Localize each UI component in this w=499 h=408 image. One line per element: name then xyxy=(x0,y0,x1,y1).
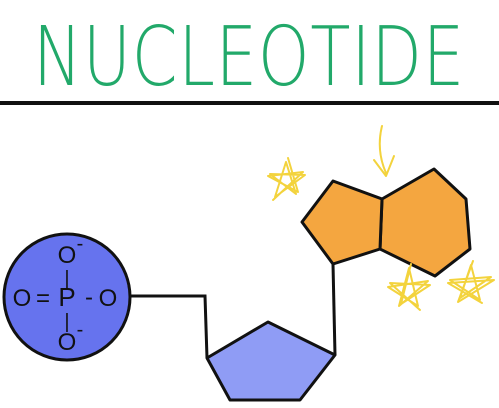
star-doodle-icon xyxy=(447,260,495,304)
star-doodle-icon xyxy=(267,157,306,201)
base-hexagon xyxy=(378,167,472,278)
star-doodle-icon xyxy=(387,263,431,311)
nitrogenous-base xyxy=(300,167,472,278)
oxygen-right: O xyxy=(99,285,118,312)
sparkle-doodles xyxy=(267,125,495,311)
charge-top: - xyxy=(77,233,84,255)
sugar-base-bond xyxy=(331,263,337,356)
phosphorus-atom: P xyxy=(58,282,75,312)
sugar-pentagon xyxy=(205,320,337,402)
phosphate-group: P O - | O - | O = - O xyxy=(2,232,132,362)
oxygen-top: O xyxy=(58,242,77,269)
bond-top: | xyxy=(64,268,69,290)
oxygen-left: O xyxy=(13,285,32,312)
oxygen-bottom: O xyxy=(58,329,77,356)
single-bond-right: - xyxy=(85,284,93,311)
phosphate-sugar-bond xyxy=(130,294,209,359)
bond-bottom: | xyxy=(64,311,69,333)
charge-bottom: - xyxy=(77,319,84,341)
arrow-doodle-icon xyxy=(373,125,395,177)
base-pentagon xyxy=(300,179,384,266)
double-bond: = xyxy=(36,285,50,312)
page-title: NUCLEOTIDE xyxy=(33,10,465,105)
phosphate-circle xyxy=(2,232,132,362)
